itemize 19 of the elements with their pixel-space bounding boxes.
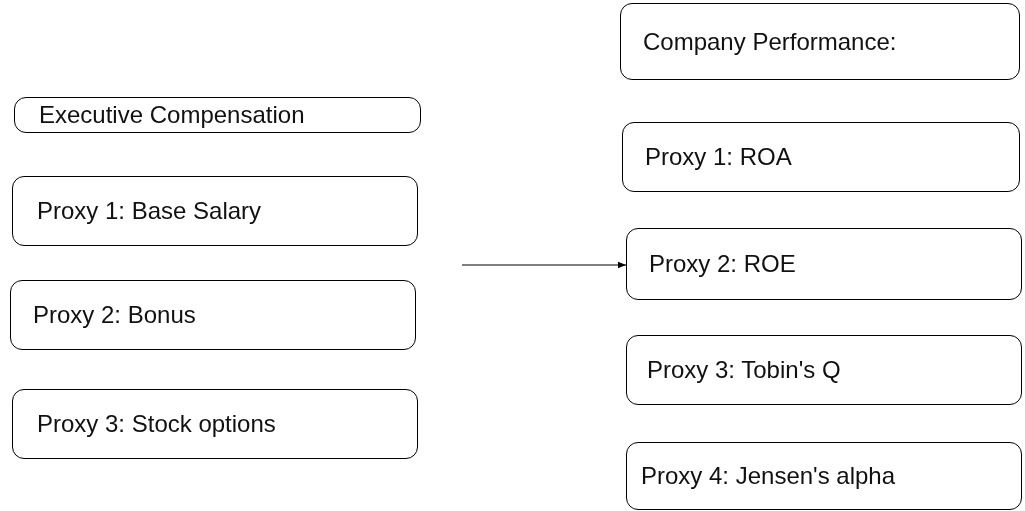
box-label: Proxy 3: Stock options — [37, 409, 276, 439]
process-box — [10, 280, 416, 350]
process-box — [622, 122, 1020, 192]
box-label: Proxy 2: Bonus — [33, 300, 196, 330]
box-label: Proxy 4: Jensen's alpha — [641, 461, 896, 491]
box-label: Proxy 1: Base Salary — [37, 196, 262, 226]
process-box — [626, 442, 1022, 510]
process-box — [620, 3, 1020, 80]
box-label: Proxy 1: ROA — [645, 142, 792, 172]
box-label: Proxy 3: Tobin's Q — [647, 355, 841, 385]
process-box — [626, 335, 1022, 405]
process-box — [626, 228, 1022, 300]
process-box — [14, 97, 421, 133]
process-box — [12, 389, 418, 459]
box-label: Executive Compensation — [39, 100, 305, 130]
box-label: Company Performance: — [643, 26, 897, 57]
box-label: Proxy 2: ROE — [649, 249, 796, 279]
arrow — [461, 261, 627, 269]
process-box — [12, 176, 418, 246]
